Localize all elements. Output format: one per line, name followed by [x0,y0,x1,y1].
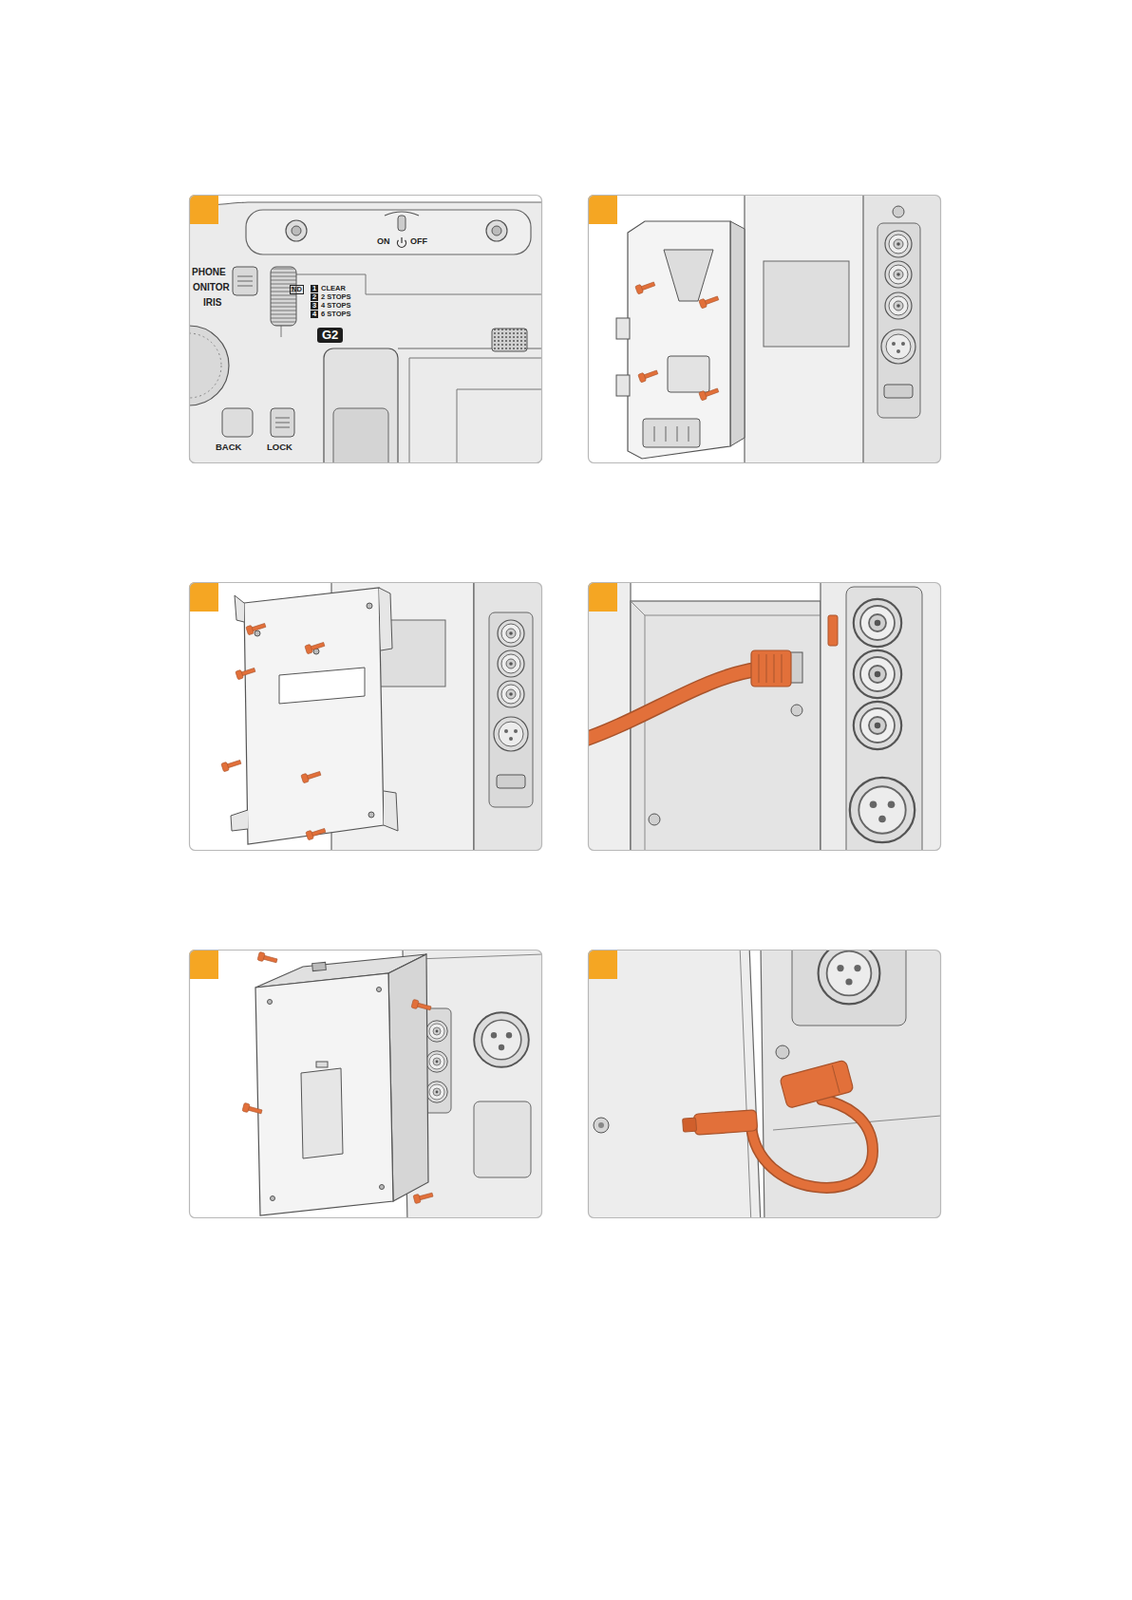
filter-label: ND [289,284,304,295]
control-label: PHONE [191,266,227,278]
button-label: LOCK [266,442,293,453]
filter-label: 6 STOPS [320,310,352,319]
step-panel [587,189,949,475]
step-panel [188,944,550,1226]
step-panel [583,940,949,1226]
step-panel [188,577,550,863]
switch-label: ON [377,237,391,247]
filter-number: 2 [310,293,319,302]
step-panel [578,577,949,863]
step-panel [149,194,543,475]
filter-number: 4 [310,310,319,319]
filter-label: 4 STOPS [320,301,352,310]
filter-number: 3 [310,301,319,310]
switch-label: OFF [410,237,428,247]
filter-label: CLEAR [320,284,346,293]
control-label: IRIS [203,297,222,308]
filter-number: 1 [310,284,319,293]
filter-label: 2 STOPS [320,293,352,302]
model-badge: G2 [317,327,343,343]
button-label: BACK [215,442,242,453]
control-label: ONITOR [192,282,230,293]
